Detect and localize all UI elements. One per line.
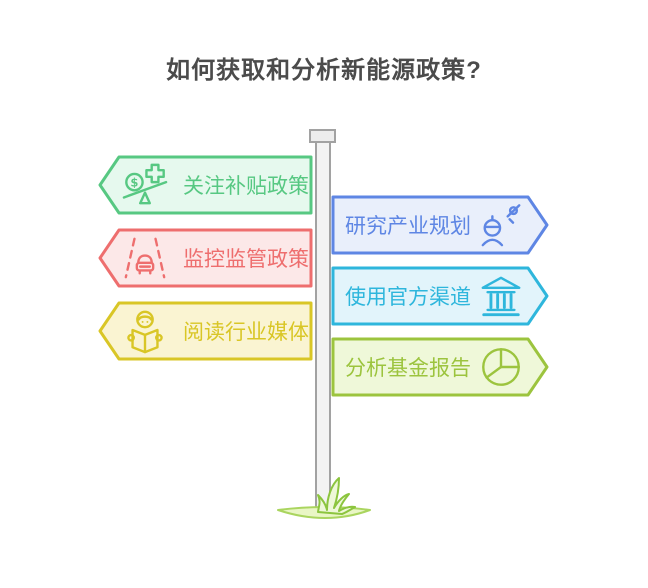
right-arrow-sign-shape — [331, 337, 549, 397]
sign-fund-reports: 分析基金报告 — [331, 337, 549, 397]
pie-chart-icon — [478, 344, 524, 390]
sign-industry-planning: 研究产业规划 — [331, 195, 549, 255]
sign-official-channels: 使用官方渠道 — [331, 266, 549, 326]
left-arrow-sign-shape — [98, 155, 313, 215]
sign-industry-media: 阅读行业媒体 — [98, 301, 313, 361]
left-arrow-sign-shape — [98, 228, 313, 288]
traffic-monitoring-icon — [122, 235, 168, 281]
sign-subsidy-policy: $ 关注补贴政策 — [98, 155, 313, 215]
signpost-pole — [315, 141, 331, 510]
sign-regulatory-policy: 监控监管政策 — [98, 228, 313, 288]
svg-text:$: $ — [130, 175, 138, 189]
sign-label: 关注补贴政策 — [183, 175, 309, 198]
reading-book-icon — [122, 308, 168, 354]
sign-label: 阅读行业媒体 — [183, 321, 309, 344]
sign-label: 监控监管政策 — [183, 248, 309, 271]
page-title: 如何获取和分析新能源政策? — [166, 57, 482, 84]
sign-label: 研究产业规划 — [345, 215, 471, 238]
bank-building-icon — [478, 273, 524, 319]
grass-base — [277, 477, 371, 519]
subsidy-balance-icon: $ — [122, 162, 168, 208]
sign-label: 分析基金报告 — [345, 357, 471, 380]
survey-telescope-icon — [478, 202, 524, 248]
signpost-pole-cap — [309, 129, 336, 143]
sign-label: 使用官方渠道 — [345, 286, 471, 309]
